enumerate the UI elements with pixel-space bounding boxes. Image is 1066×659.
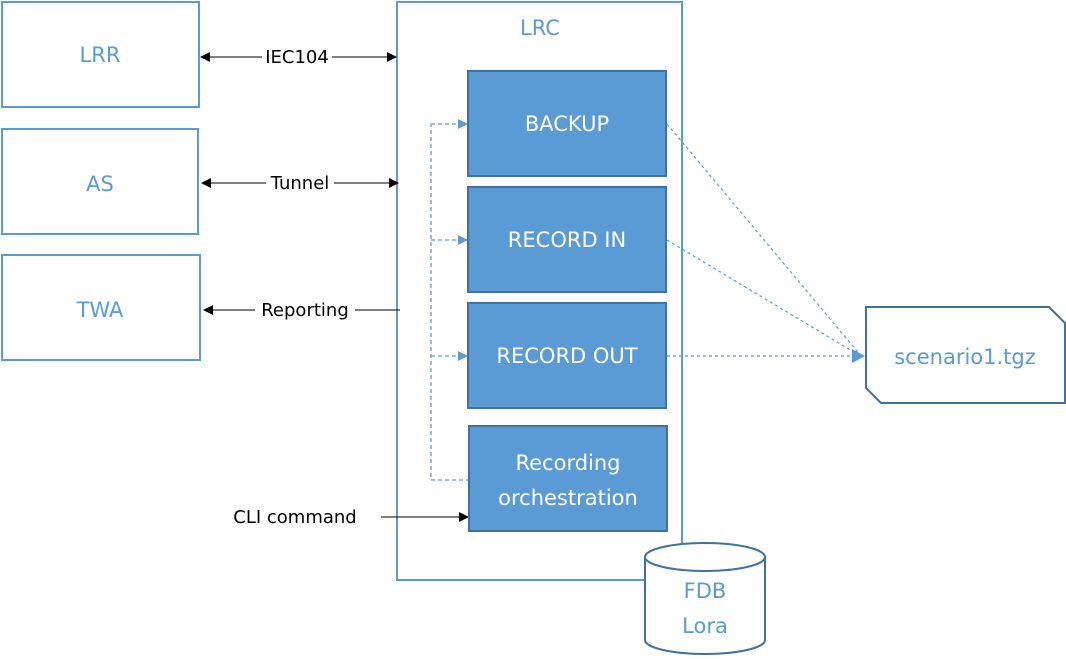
module-record-out[interactable]: RECORD OUT (467, 302, 667, 409)
database-label-line1: FDB (684, 579, 727, 603)
module-backup[interactable]: BACKUP (467, 70, 667, 177)
database-fdb-lora[interactable]: FDB Lora (644, 542, 766, 655)
orchestration-dashed-links (430, 119, 470, 481)
external-system-lrr[interactable]: LRR (1, 1, 200, 108)
orchestration-label-line2: orchestration (498, 486, 638, 510)
module-recording-orchestration[interactable]: Recording orchestration (468, 425, 668, 532)
connection-tunnel[interactable]: Tunnel (201, 173, 399, 194)
as-label: AS (86, 172, 114, 196)
tunnel-label: Tunnel (270, 173, 330, 194)
connection-reporting[interactable]: Reporting (203, 300, 400, 321)
output-dashed-links (666, 123, 865, 363)
lrr-label: LRR (80, 43, 121, 67)
record-in-label: RECORD IN (508, 228, 626, 252)
module-record-in[interactable]: RECORD IN (467, 186, 667, 293)
twa-label: TWA (76, 298, 124, 322)
database-label-line2: Lora (682, 614, 728, 638)
connection-iec104[interactable]: IEC104 (200, 47, 397, 68)
external-system-twa[interactable]: TWA (1, 254, 201, 361)
output-file-scenario[interactable]: scenario1.tgz (865, 306, 1066, 404)
connection-cli-command[interactable]: CLI command (233, 507, 469, 528)
output-file-label: scenario1.tgz (894, 345, 1036, 369)
lrc-label: LRC (520, 16, 560, 40)
cli-command-label: CLI command (233, 507, 356, 528)
iec104-label: IEC104 (265, 47, 329, 68)
record-out-label: RECORD OUT (496, 344, 637, 368)
orchestration-label-line1: Recording (515, 451, 620, 475)
backup-label: BACKUP (525, 112, 609, 136)
reporting-label: Reporting (261, 300, 349, 321)
external-system-as[interactable]: AS (1, 128, 199, 235)
